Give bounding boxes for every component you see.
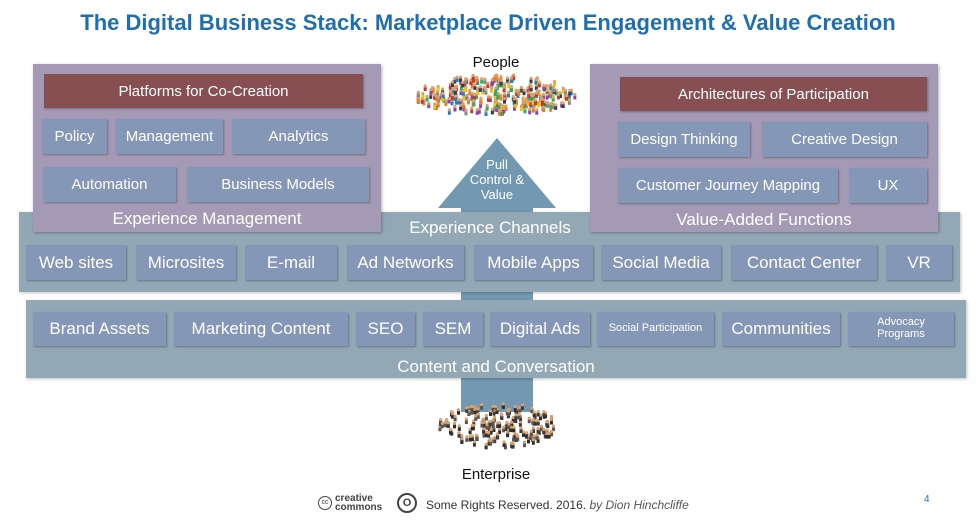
channel-web-sites: Web sites <box>26 245 126 280</box>
experience-management-label: Experience Management <box>112 209 302 228</box>
va-ux: UX <box>849 168 927 203</box>
em-automation: Automation <box>43 167 176 202</box>
platforms-co-creation: Platforms for Co-Creation <box>44 74 363 108</box>
rights-text: Some Rights Reserved. 2016. <box>426 498 587 512</box>
content-brand-assets: Brand Assets <box>33 312 166 346</box>
content-seo: SEO <box>356 312 415 346</box>
va-creative-design: Creative Design <box>762 122 927 157</box>
people-crowd-image <box>416 73 577 116</box>
channel-social-media: Social Media <box>601 245 721 280</box>
channel-microsites: Microsites <box>136 245 236 280</box>
em-policy: Policy <box>42 119 107 154</box>
pull-arrow-head <box>438 138 556 208</box>
channel-mobile-apps: Mobile Apps <box>474 245 593 280</box>
arrow-text-line: Value <box>480 187 514 202</box>
people-label: People <box>472 54 520 71</box>
channel-contact-center: Contact Center <box>731 245 877 280</box>
content-communities: Communities <box>722 312 840 346</box>
experience-channels-label: Experience Channels <box>409 218 571 237</box>
channel-email: E-mail <box>245 245 337 280</box>
em-management: Management <box>116 119 223 154</box>
em-analytics: Analytics <box>232 119 365 154</box>
content-advocacy-programs: Advocacy Programs <box>848 312 954 346</box>
arrow-text: Pull Control & Value <box>447 157 547 202</box>
arrow-text-line: Control & <box>469 172 525 187</box>
value-added-label: Value-Added Functions <box>676 210 852 229</box>
cc-icon: cc <box>318 496 332 510</box>
content-social-participation: Social Participation <box>597 312 714 346</box>
va-design-thinking: Design Thinking <box>618 122 750 157</box>
channel-vr: VR <box>886 245 952 280</box>
footer-rights: Some Rights Reserved. 2016. by Dion Hinc… <box>426 498 689 512</box>
content-conversation-label: Content and Conversation <box>397 357 595 376</box>
channel-ad-networks: Ad Networks <box>347 245 464 280</box>
content-sem: SEM <box>423 312 483 346</box>
enterprise-label: Enterprise <box>461 466 531 483</box>
architectures-participation: Architectures of Participation <box>620 77 927 111</box>
arrow-text-line: Pull <box>486 157 508 172</box>
page-title: The Digital Business Stack: Marketplace … <box>80 10 896 35</box>
va-customer-journey: Customer Journey Mapping <box>618 168 838 203</box>
em-business-models: Business Models <box>187 167 369 202</box>
author-text: by Dion Hinchcliffe <box>589 498 689 512</box>
content-marketing-content: Marketing Content <box>174 312 348 346</box>
enterprise-crowd-image <box>438 402 556 450</box>
content-digital-ads: Digital Ads <box>490 312 590 346</box>
page-number: 4 <box>924 494 930 505</box>
copyleft-icon: O <box>397 493 417 513</box>
